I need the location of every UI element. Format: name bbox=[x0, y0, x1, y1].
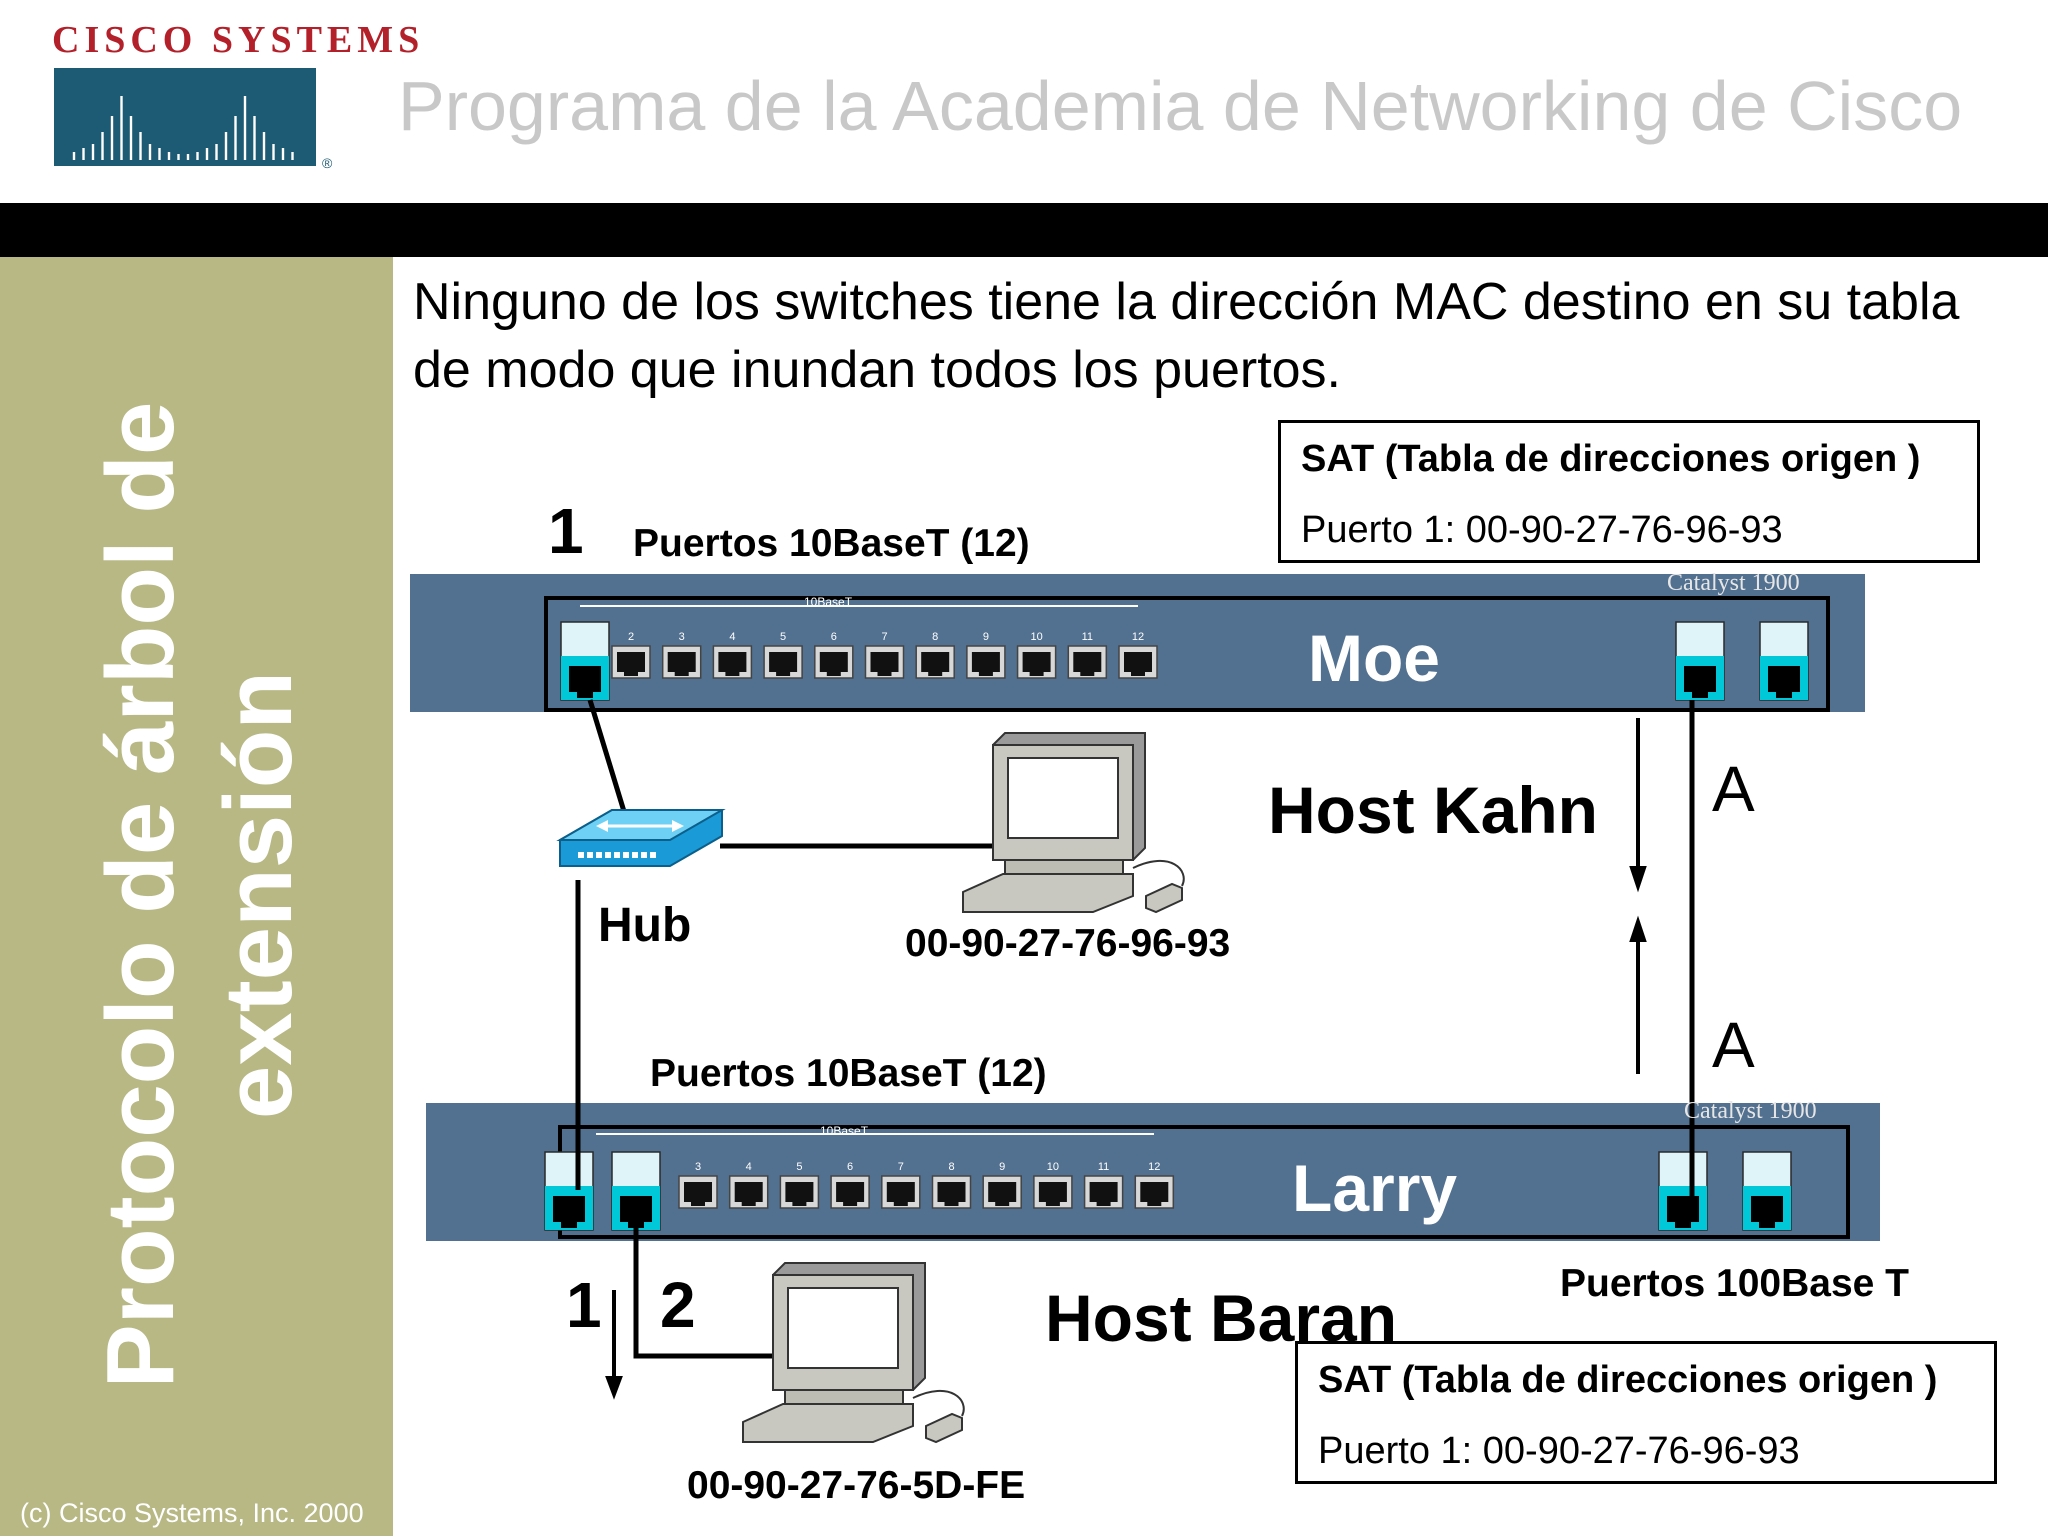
moe-port-11-number: 11 bbox=[1082, 631, 1093, 643]
moe-port-3-number: 3 bbox=[679, 631, 685, 643]
header-black-bar bbox=[0, 203, 2048, 257]
flood-arrows bbox=[605, 718, 1647, 1400]
cisco-logo-icon: ® bbox=[54, 68, 333, 171]
larry-port-10-number: 10 bbox=[1047, 1161, 1059, 1173]
larry-port-12-number: 12 bbox=[1148, 1161, 1160, 1173]
intro-text: Ninguno de los switches tiene la direcci… bbox=[413, 273, 1960, 399]
larry-port-5-number: 5 bbox=[796, 1161, 802, 1173]
copyright-text: (c) Cisco Systems, Inc. 2000 bbox=[20, 1498, 364, 1528]
larry-port-9-number: 9 bbox=[999, 1161, 1005, 1173]
moe-port-6-number: 6 bbox=[831, 631, 837, 643]
moe-port-9-number: 9 bbox=[983, 631, 989, 643]
moe-ports-label: Puertos 10BaseT (12) bbox=[633, 522, 1030, 565]
larry-model-label: Catalyst 1900 bbox=[1684, 1098, 1817, 1124]
larry-port-6-number: 6 bbox=[847, 1161, 853, 1173]
larry-port-3-number: 3 bbox=[695, 1161, 701, 1173]
sat-box-bottom: SAT (Tabla de direcciones origen ) Puert… bbox=[1295, 1341, 1997, 1484]
sat-top-entry: Puerto 1: 00-90-27-76-96-93 bbox=[1301, 509, 1783, 551]
host-kahn-mac: 00-90-27-76-96-93 bbox=[905, 922, 1231, 965]
host-kahn-label: Host Kahn bbox=[1268, 773, 1598, 847]
larry-group-label: 10BaseT bbox=[820, 1124, 869, 1138]
moe-port-7-number: 7 bbox=[881, 631, 887, 643]
larry-port-11-number: 11 bbox=[1098, 1161, 1109, 1173]
sat-bottom-entry: Puerto 1: 00-90-27-76-96-93 bbox=[1318, 1430, 1800, 1472]
cable-larry-baran bbox=[633, 1200, 776, 1359]
larry-uplink-ports-label: Puertos 100Base T bbox=[1560, 1262, 1910, 1305]
svg-text:®: ® bbox=[322, 155, 333, 171]
link-label-a-bottom: A bbox=[1712, 1009, 1755, 1081]
moe-port-number: 1 bbox=[548, 495, 584, 567]
sat-box-top: SAT (Tabla de direcciones origen ) Puert… bbox=[1278, 420, 1980, 563]
header-title: Programa de la Academia de Networking de… bbox=[398, 67, 1963, 145]
arrow-down-head bbox=[1629, 866, 1647, 893]
moe-port-8-number: 8 bbox=[932, 631, 938, 643]
cisco-logo-text: Cisco Systems bbox=[52, 19, 425, 61]
moe-group-label: 10BaseT bbox=[804, 595, 853, 609]
moe-port-4-number: 4 bbox=[729, 631, 735, 643]
larry-switch-name: Larry bbox=[1292, 1151, 1458, 1225]
host-kahn-computer bbox=[962, 732, 1185, 914]
sat-bottom-title: SAT (Tabla de direcciones origen ) bbox=[1318, 1359, 1938, 1401]
host-baran-computer bbox=[742, 1262, 965, 1444]
host-baran-mac: 00-90-27-76-5D-FE bbox=[687, 1464, 1026, 1507]
moe-model-label: Catalyst 1900 bbox=[1667, 570, 1800, 596]
larry-port-1-label: 1 bbox=[566, 1269, 602, 1341]
moe-port-2-number: 2 bbox=[628, 631, 634, 643]
larry-port-8-number: 8 bbox=[948, 1161, 954, 1173]
hub-device bbox=[556, 809, 726, 867]
cables bbox=[575, 699, 1695, 1359]
moe-switch-name: Moe bbox=[1308, 621, 1440, 695]
larry-port-7-number: 7 bbox=[898, 1161, 904, 1173]
larry-ports-label: Puertos 10BaseT (12) bbox=[650, 1052, 1047, 1095]
hub-label: Hub bbox=[598, 899, 692, 952]
moe-port-10-number: 10 bbox=[1030, 631, 1042, 643]
host-baran-label: Host Baran bbox=[1045, 1281, 1398, 1355]
larry-port-4-number: 4 bbox=[746, 1161, 752, 1173]
larry-port-2-label: 2 bbox=[660, 1269, 696, 1341]
link-label-a-top: A bbox=[1712, 753, 1755, 825]
cable-moe-hub bbox=[587, 699, 629, 819]
arrow-down-port1-head bbox=[605, 1376, 623, 1400]
arrow-up-head bbox=[1629, 915, 1647, 942]
moe-port-12-number: 12 bbox=[1132, 631, 1144, 643]
switch-larry: 3 4 5 6 7 8 9 10 11 12 bbox=[426, 1103, 1880, 1241]
switch-moe: 2 3 4 5 6 7 8 9 10 11 12 bbox=[410, 574, 1865, 712]
sat-top-title: SAT (Tabla de direcciones origen ) bbox=[1301, 438, 1921, 480]
moe-port-5-number: 5 bbox=[780, 631, 786, 643]
sidebar-panel bbox=[0, 257, 393, 1536]
